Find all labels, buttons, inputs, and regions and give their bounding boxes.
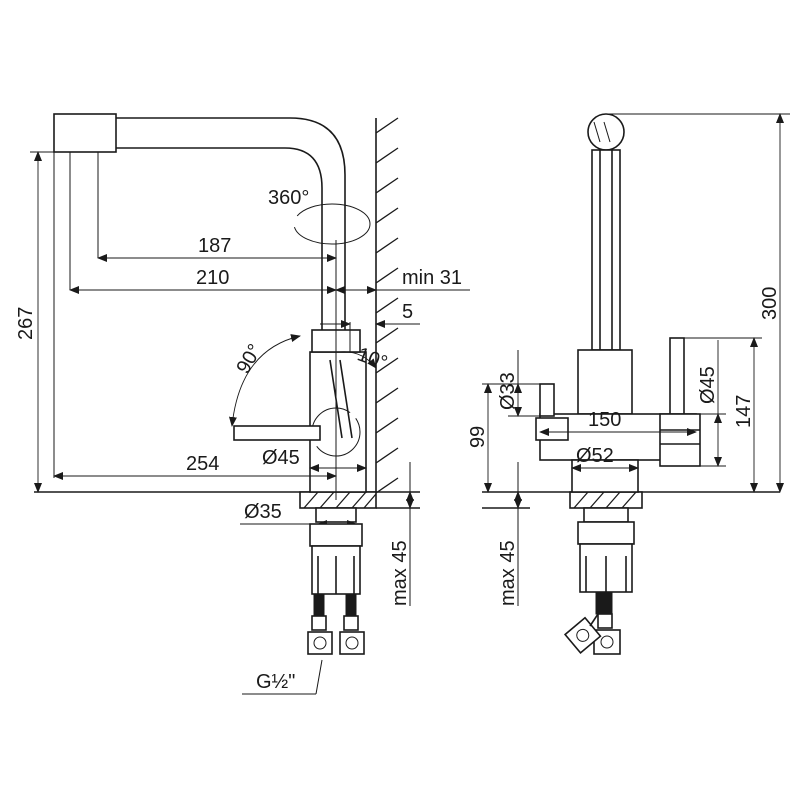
dim-d45-front-label: Ø45	[697, 366, 719, 404]
front-view: 300 147 Ø45 Ø33 150	[467, 113, 790, 655]
front-spout	[587, 113, 625, 351]
front-countertop	[482, 491, 780, 509]
rotation-label: 360°	[268, 187, 309, 209]
dim-267: 267	[15, 151, 54, 493]
dim-300: 300	[606, 113, 790, 493]
dim-d45-side: Ø45	[262, 447, 367, 472]
spout	[53, 113, 346, 330]
mounting-assembly	[307, 523, 365, 655]
dim-max45-side: max 45	[376, 462, 420, 606]
dim-max45-front-label: max 45	[497, 540, 519, 606]
dim-300-label: 300	[759, 287, 781, 320]
dim-d35-label: Ø35	[244, 501, 282, 523]
dim-254-label: 254	[186, 453, 219, 475]
dim-d45-side-label: Ø45	[262, 447, 300, 469]
dim-5: 5	[320, 301, 420, 328]
dim-254: 254	[53, 152, 337, 480]
front-mounting	[563, 507, 635, 655]
dim-147: 147	[684, 337, 762, 493]
rotation-indicator: 360°	[268, 187, 371, 245]
dim-99: 99	[467, 383, 540, 493]
dim-d45-front: Ø45	[697, 340, 726, 467]
dim-d35: Ø35	[240, 501, 357, 528]
dim-150-label: 150	[588, 409, 621, 431]
dim-max45-side-label: max 45	[389, 540, 411, 606]
dim-147-label: 147	[733, 395, 755, 428]
wall	[375, 117, 399, 494]
dim-187: 187	[97, 235, 337, 330]
dim-99-label: 99	[467, 426, 489, 448]
dim-150: 150	[539, 409, 697, 436]
countertop	[34, 491, 420, 509]
dim-267-label: 267	[15, 307, 37, 340]
dim-210-label: 210	[196, 267, 229, 289]
dim-187-label: 187	[198, 235, 231, 257]
dim-d33-label: Ø33	[497, 372, 519, 410]
dim-d52: Ø52	[571, 445, 639, 472]
dim-210: 210 min 31	[69, 267, 470, 294]
thread-label: G½"	[242, 659, 323, 695]
thread-text: G½"	[256, 671, 295, 693]
dim-d33: Ø33	[497, 350, 540, 417]
dim-d52-label: Ø52	[576, 445, 614, 467]
dim-min31-label: min 31	[402, 267, 462, 289]
side-view: 360° 90° 10° 187	[15, 113, 470, 695]
front-body	[535, 337, 701, 493]
dim-5-label: 5	[402, 301, 413, 323]
dim-max45-front: max 45	[497, 462, 522, 606]
angle-90-label: 90°	[232, 340, 266, 377]
